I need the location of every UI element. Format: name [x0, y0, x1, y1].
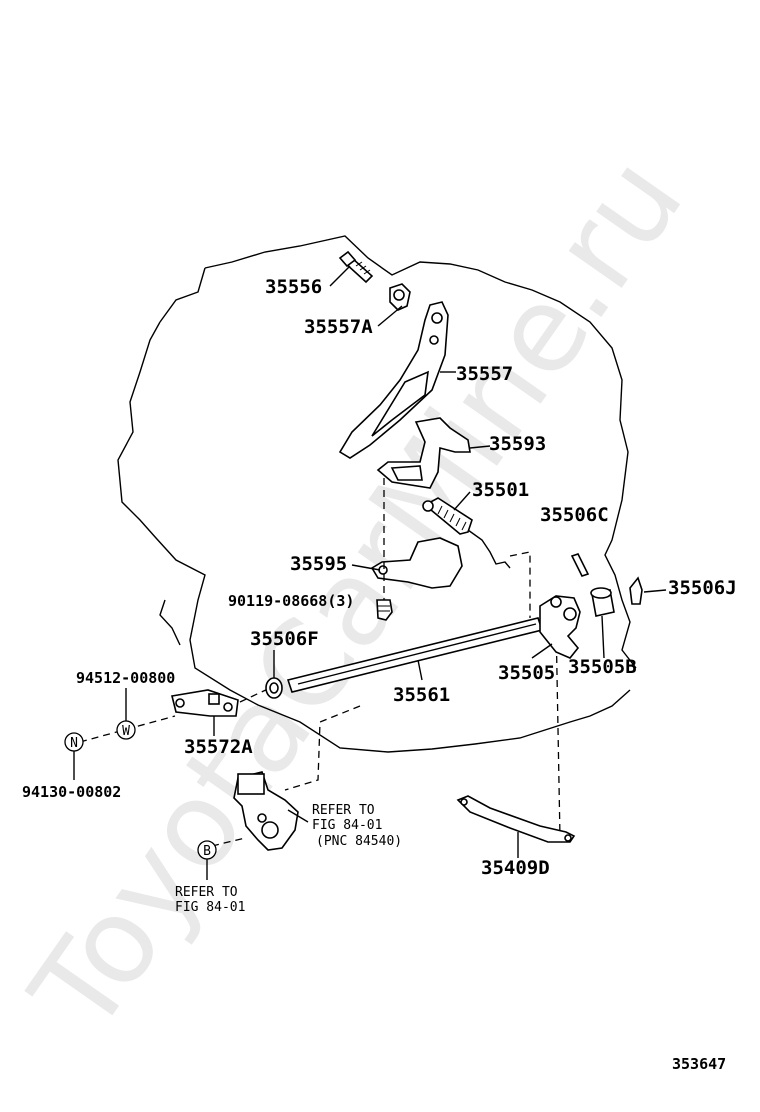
bolt-90119	[376, 599, 393, 621]
ref-note-2-line2: FIG 84-01	[175, 900, 245, 915]
neutral-start-switch	[233, 771, 309, 851]
label-35557: 35557	[456, 363, 513, 385]
leader-35557A	[377, 305, 403, 327]
leader-35556	[329, 265, 351, 287]
case-edge-left	[159, 267, 206, 323]
label-35506J: 35506J	[668, 577, 737, 599]
ref-note-1-line2: FIG 84-01	[312, 818, 382, 833]
leader-35505B	[601, 615, 605, 659]
label-35409D: 35409D	[481, 857, 550, 879]
dashed-line-5	[284, 705, 361, 791]
dashed-line-2	[509, 551, 531, 618]
ref-note-2-line1: REFER TO	[175, 885, 238, 900]
label-94512: 94512-00800	[76, 669, 175, 687]
label-35506F: 35506F	[250, 628, 319, 650]
label-35561: 35561	[393, 684, 450, 706]
ref-note-1-line1: REFER TO	[312, 803, 375, 818]
marker-n: N	[64, 732, 84, 752]
leader-35595	[351, 564, 381, 571]
bolt-35556	[338, 250, 374, 284]
dashed-line-3	[555, 619, 561, 839]
pin-35506C	[570, 553, 590, 577]
lever-35409D	[456, 795, 576, 843]
label-35572A: 35572A	[184, 736, 253, 758]
label-35505: 35505	[498, 662, 555, 684]
seal-35506F	[265, 677, 283, 699]
leader-35506J	[643, 589, 667, 593]
transmission-case-outline	[117, 235, 637, 753]
plate-35572A	[171, 689, 239, 717]
bracket-35593	[376, 417, 471, 489]
bush-35505B	[590, 587, 615, 617]
ref-note-1-line3: (PNC 84540)	[316, 834, 402, 849]
marker-b: B	[197, 840, 217, 860]
case-edge-bottom-left	[159, 599, 181, 646]
lever-35505	[539, 595, 581, 659]
label-35501: 35501	[472, 479, 529, 501]
figure-number: 353647	[672, 1055, 726, 1073]
label-35595: 35595	[290, 553, 347, 575]
cable-35501	[422, 497, 511, 569]
svg-text:N: N	[70, 736, 78, 751]
leader-35505	[531, 643, 553, 659]
label-35556: 35556	[265, 276, 322, 298]
clip-35506J	[629, 576, 643, 605]
label-35557A: 35557A	[304, 316, 373, 338]
svg-text:B: B	[203, 844, 211, 859]
label-35506C: 35506C	[540, 504, 609, 526]
dashed-line-6	[211, 837, 246, 847]
bracket-35557	[338, 301, 449, 459]
svg-text:W: W	[122, 724, 130, 739]
leader-35593	[469, 445, 491, 449]
grommet-35557A	[389, 283, 411, 311]
label-90119: 90119-08668(3)	[228, 592, 354, 610]
leader-35561	[417, 659, 423, 681]
leader-35501	[453, 491, 471, 511]
marker-w: W	[116, 720, 136, 740]
label-35593: 35593	[489, 433, 546, 455]
label-35505B: 35505B	[568, 656, 637, 678]
label-94130: 94130-00802	[22, 783, 121, 801]
